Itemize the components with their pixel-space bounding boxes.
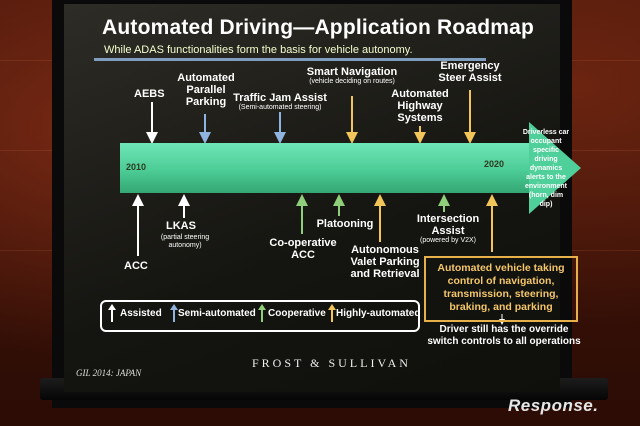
slide-subtitle: While ADAS functionalities form the basi… <box>104 44 413 56</box>
note-traffic-jam: (Semi-automated steering) <box>238 104 322 111</box>
slide-title: Automated Driving—Application Roadmap <box>102 16 535 39</box>
highly-automated-callout: Automated vehicle taking control of navi… <box>424 256 578 322</box>
year-start: 2010 <box>126 162 147 172</box>
highly-automated-arrow-icon <box>328 304 336 322</box>
legend-semi-automated: Semi-automated <box>178 308 256 319</box>
label-traffic-jam-assist: Traffic Jam Assist <box>233 92 327 104</box>
legend-highly-automated: Highly-automated <box>336 308 421 319</box>
callout-text: Automated vehicle taking control of navi… <box>437 262 565 313</box>
label-autonomous-valet-parking: Autonomous Valet Parking and Retrieval <box>350 244 420 280</box>
legend-box <box>100 300 420 332</box>
label-intersection-assist: Intersection Assist <box>416 213 480 237</box>
label-smart-navigation: Smart Navigation <box>306 66 398 78</box>
conference-tag: GIL 2014: JAPAN <box>76 368 142 378</box>
legend-cooperative: Cooperative <box>268 308 326 319</box>
response-watermark: Response. <box>508 396 599 415</box>
label-lkas: LKAS <box>166 220 196 232</box>
note-lkas: (partial steering autonomy) <box>160 234 210 249</box>
driverless-occupant-note: Driverless car occupant specific driving… <box>522 129 570 208</box>
cooperative-arrow-icon <box>258 304 266 322</box>
note-intersection-assist: (powered by V2X) <box>419 237 477 244</box>
projected-slide: Automated Driving—Application Roadmap Wh… <box>64 4 581 392</box>
timeline-arrow-head <box>529 122 581 214</box>
label-aebs: AEBS <box>134 88 165 100</box>
assisted-arrow-icon <box>108 304 116 322</box>
note-smart-navigation: (vehicle deciding on routes) <box>309 78 395 85</box>
timeline-arrow-body <box>120 143 530 193</box>
semi-automated-arrow-icon <box>170 304 178 322</box>
label-automated-highway-systems: Automated Highway Systems <box>391 88 449 124</box>
override-note: Driver still has the override switch con… <box>427 324 581 347</box>
title-underline <box>94 58 486 61</box>
label-automated-parallel-parking: Automated Parallel Parking <box>177 72 235 108</box>
label-acc: ACC <box>124 260 148 272</box>
year-end: 2020 <box>484 159 505 169</box>
label-emergency-steer-assist: Emergency Steer Assist <box>438 60 502 84</box>
label-cooperative-acc: Co-operative ACC <box>269 237 337 261</box>
brand-logo-text: FROST & SULLIVAN <box>252 356 411 370</box>
legend-assisted: Assisted <box>120 308 162 319</box>
roadmap-arrows <box>132 90 505 325</box>
label-platooning: Platooning <box>316 218 374 230</box>
